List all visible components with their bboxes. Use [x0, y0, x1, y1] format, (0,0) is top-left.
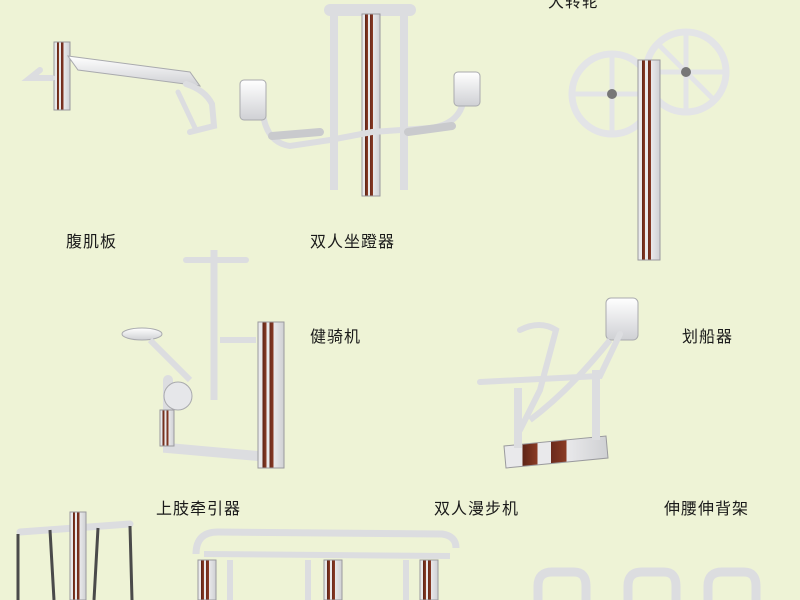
label-upper-limb-traction: 上肢牵引器 [156, 499, 242, 518]
double-walker-illustration [192, 528, 460, 600]
double-stepper-illustration [239, 4, 481, 197]
waist-back-stretcher-illustration [533, 567, 761, 600]
label-ab-board: 腹肌板 [66, 232, 118, 251]
label-double-walker: 双人漫步机 [434, 499, 520, 518]
big-wheel-illustration [568, 28, 730, 261]
label-top-cut: 大转轮 [548, 0, 600, 11]
label-fitness-bike: 健骑机 [310, 327, 362, 346]
ab-board-illustration [21, 41, 218, 135]
rowing-machine-illustration [477, 297, 639, 469]
fitness-bike-illustration [121, 250, 285, 469]
label-rowing-machine: 划船器 [682, 327, 734, 346]
upper-limb-traction-illustration [16, 511, 134, 600]
label-waist-back-stretcher: 伸腰伸背架 [664, 499, 750, 518]
label-double-stepper: 双人坐蹬器 [310, 232, 396, 251]
